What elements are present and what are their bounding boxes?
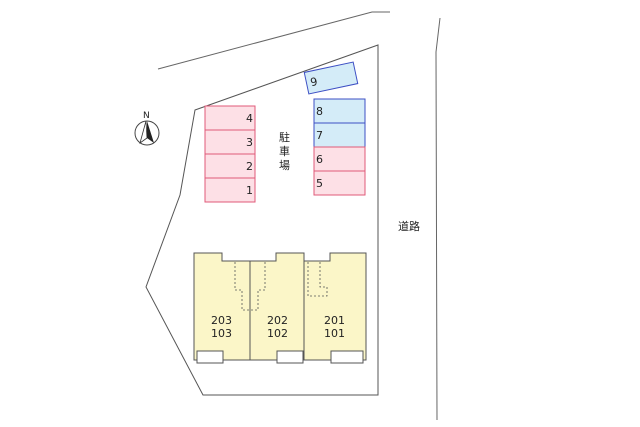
unit-number-upper: 201 [324, 314, 345, 327]
road-label: 道路 [398, 219, 420, 233]
parking-spot [313, 122, 366, 148]
parking-spot [204, 177, 256, 203]
parking-spot-number: 7 [316, 129, 323, 142]
parking-left-column: 4 3 2 1 [204, 105, 256, 203]
parking-spot [313, 146, 366, 172]
unit-number-lower: 102 [267, 327, 288, 340]
parking-right-column: 8 7 6 5 [313, 98, 366, 196]
parking-area-label: 駐 車 場 [279, 130, 290, 172]
entrance-step [196, 350, 224, 364]
north-arrow-icon: N [134, 111, 160, 146]
parking-spot-number: 2 [246, 160, 253, 173]
parking-label-char: 場 [279, 159, 290, 172]
parking-spot [313, 170, 366, 196]
parking-spot-9: 9 [303, 61, 359, 95]
entrance-step [330, 350, 364, 364]
parking-spot [204, 129, 256, 155]
parking-label-char: 駐 [279, 130, 290, 144]
unit-number-upper: 203 [211, 314, 232, 327]
entrance-step [276, 350, 304, 364]
unit-number-upper: 202 [267, 314, 288, 327]
top-boundary-line [157, 11, 390, 70]
parking-spot-number: 3 [246, 136, 253, 149]
compass-north-label: N [143, 111, 150, 121]
parking-spot [204, 105, 256, 131]
parking-spot [313, 98, 366, 124]
parking-spot-number: 9 [309, 75, 319, 89]
parking-spot-number: 6 [316, 153, 323, 166]
parking-spot-number: 5 [316, 177, 323, 190]
parking-spot-number: 4 [246, 112, 253, 125]
parking-label-char: 車 [279, 144, 290, 158]
parking-spot-number: 8 [316, 105, 323, 118]
road-edge-line [435, 17, 441, 421]
unit-number-lower: 101 [324, 327, 345, 340]
unit-number-lower: 103 [211, 327, 232, 340]
apartment-building: 203 103 202 102 201 101 [193, 252, 367, 364]
parking-spot-number: 1 [246, 184, 253, 197]
